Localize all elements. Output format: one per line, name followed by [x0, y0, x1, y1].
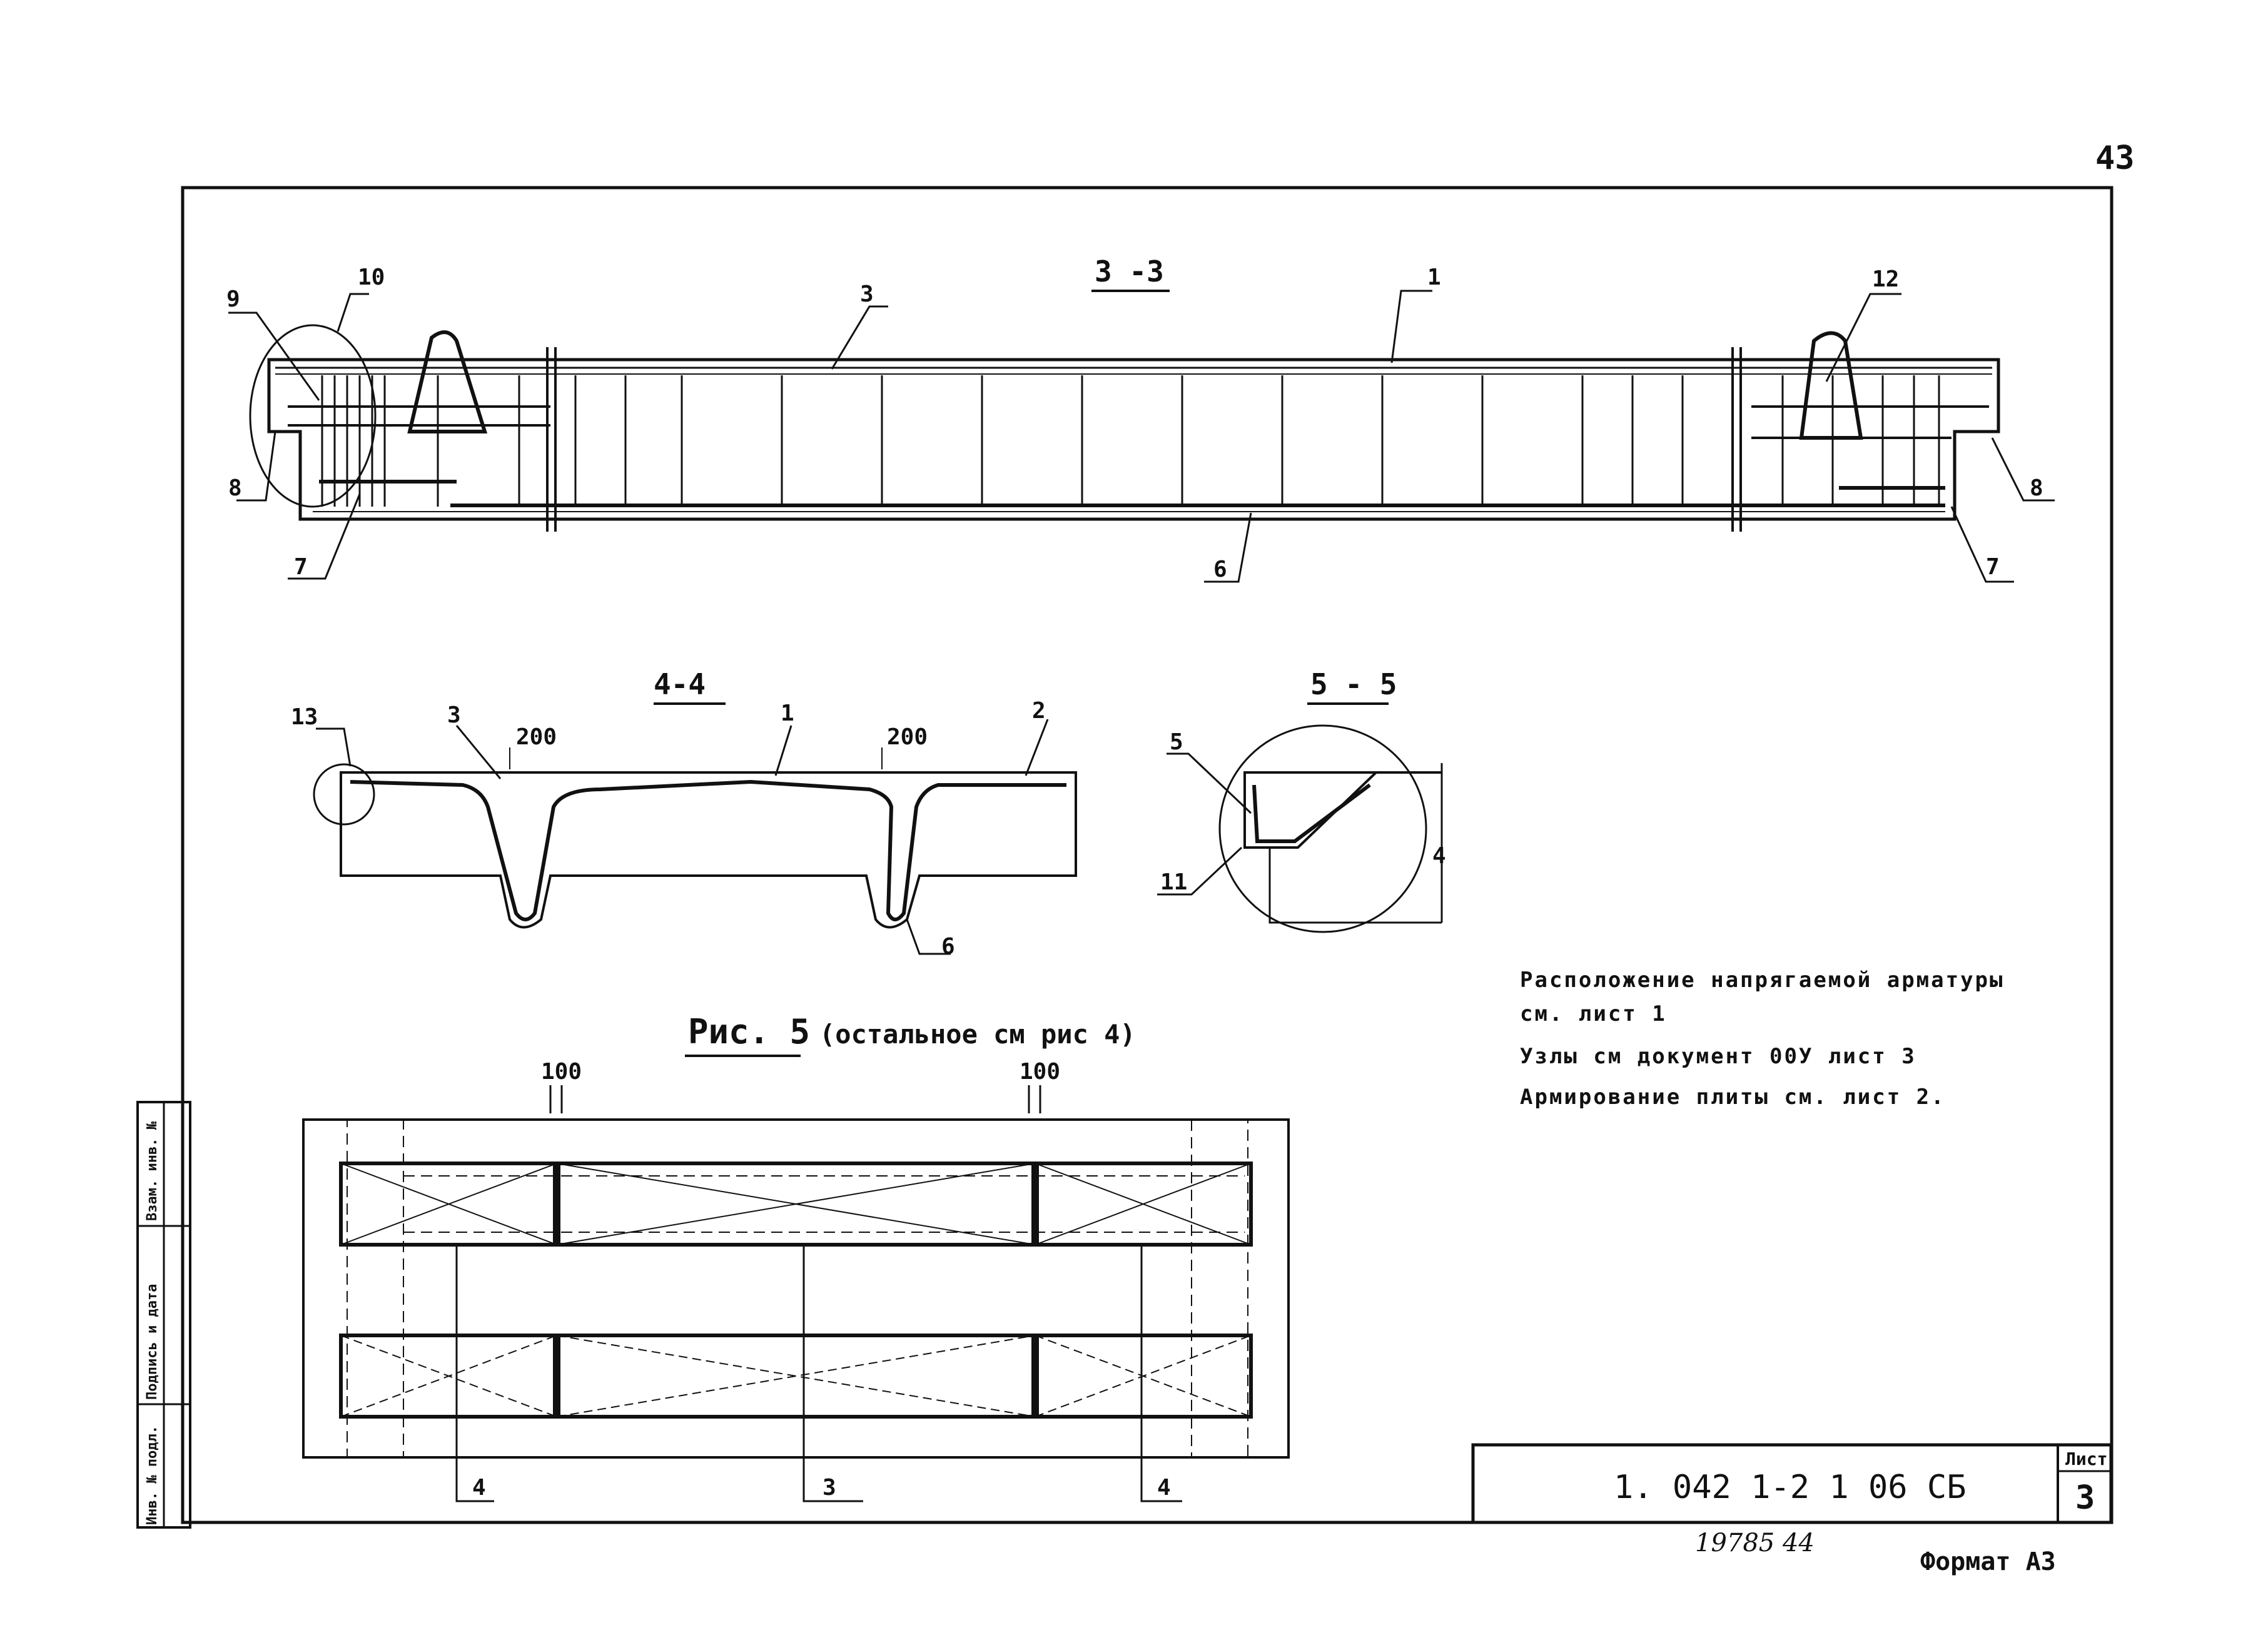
figure-5-title: Рис. 5	[688, 1012, 810, 1051]
callout-33-10: 10	[358, 265, 385, 290]
stamp-sign-label: Подпись и дата	[144, 1284, 160, 1400]
callout-44-3: 3	[447, 702, 461, 728]
fig5-mark-4-right: 4	[1157, 1475, 1171, 1501]
callout-44-6: 6	[941, 934, 955, 959]
paper-format: Формат А3	[1920, 1547, 2056, 1576]
fig5-rib-lower	[339, 1334, 1253, 1419]
notes: Расположение напрягаемой арматуры см. ли…	[1520, 968, 2005, 1110]
section-3-3-title: 3 -3	[1095, 255, 1164, 288]
callout-55-4: 4	[1432, 843, 1446, 869]
callout-33-7-left: 7	[294, 554, 308, 580]
doc-code: 1. 042 1-2 1 06 СБ	[1614, 1469, 1967, 1506]
dim-44-200-left: 200	[516, 724, 557, 750]
note-1: Расположение напрягаемой арматуры	[1520, 968, 2005, 993]
title-block: 1. 042 1-2 1 06 СБ Лист 3	[1471, 1443, 2113, 1524]
handwritten-number: 19785 44	[1695, 1529, 1815, 1557]
callout-55-5: 5	[1170, 729, 1183, 755]
beam-3-3-stirrups	[321, 375, 1940, 507]
page-number: 43	[2095, 139, 2135, 177]
sheet-label: Лист	[2065, 1449, 2107, 1469]
detail-circle-13	[313, 763, 375, 826]
fig5-mark-4-left: 4	[472, 1475, 486, 1501]
fig5-rib-upper	[339, 1162, 1253, 1247]
callout-33-9: 9	[226, 286, 240, 312]
callout-33-1: 1	[1427, 265, 1441, 290]
dim-fig5-100-right: 100	[1020, 1059, 1060, 1085]
beam-3-3-outline	[267, 358, 2000, 521]
callout-55-11: 11	[1160, 869, 1187, 895]
slab-4-4-reinforcement	[350, 779, 1066, 921]
note-2: см. лист 1	[1520, 1001, 1667, 1026]
dim-fig5-100-left: 100	[541, 1059, 582, 1085]
callout-33-12: 12	[1872, 266, 1899, 292]
section-4-4-title: 4-4	[654, 667, 706, 701]
sheet-number: 3	[2075, 1479, 2095, 1517]
detail-circle-10	[249, 324, 377, 508]
section-5-5-title: 5 - 5	[1310, 667, 1397, 701]
section-4-4: 4-4 1 2 3 13 6 200 200	[291, 667, 1077, 959]
callout-33-8-right: 8	[2030, 475, 2043, 501]
stamp-replace-label: Взам. инв. №	[144, 1121, 160, 1221]
section-5-5: 5 - 5 5 11 4	[1157, 667, 1446, 933]
detail-circle-5-5	[1218, 724, 1427, 933]
callout-44-13: 13	[291, 704, 318, 730]
slab-4-4-outline	[340, 771, 1077, 929]
section-3-3: 3 -3	[226, 255, 2055, 583]
callout-33-7-right: 7	[1986, 554, 2000, 580]
callout-33-6: 6	[1213, 557, 1227, 582]
side-stamp: Инв. № подл. Подпись и дата Взам. инв. №	[136, 1101, 191, 1529]
note-4: Армирование плиты см. лист 2.	[1520, 1085, 1946, 1110]
lifting-loop-right	[1799, 331, 1863, 440]
callout-33-8-left: 8	[228, 475, 242, 501]
figure-5-subtitle: (остальное см рис 4)	[819, 1019, 1136, 1050]
note-3: Узлы см документ 00У лист 3	[1520, 1044, 1916, 1069]
fig5-mark-3: 3	[823, 1475, 836, 1501]
stamp-inv-label: Инв. № подл.	[144, 1425, 160, 1525]
lifting-loop-left	[407, 330, 488, 433]
dim-44-200-right: 200	[887, 724, 928, 750]
callout-44-1: 1	[781, 701, 794, 726]
callout-44-2: 2	[1032, 698, 1046, 724]
callout-33-3: 3	[860, 281, 874, 307]
figure-5: Рис. 5 (остальное см рис 4) 100 100	[302, 1012, 1290, 1502]
drawing-frame	[181, 186, 2114, 1524]
